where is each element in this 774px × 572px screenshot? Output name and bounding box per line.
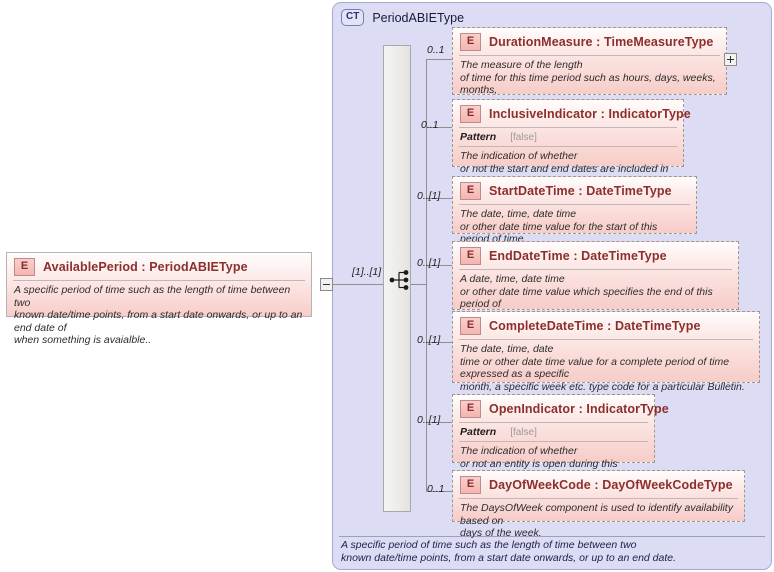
connector-line-child-5 [426,422,453,423]
facet-value: [false] [510,132,537,143]
element-divider [459,127,677,128]
facet-name: Pattern [460,131,497,143]
element-divider [459,269,732,270]
connector-line-compositor-out [411,284,427,285]
element-header: E InclusiveIndicator : IndicatorType [453,100,691,127]
element-box-inclusiveindicator[interactable]: E InclusiveIndicator : IndicatorType Pat… [452,99,691,187]
collapse-toggle-icon[interactable] [320,278,333,291]
cardinality-child-6: 0..1 [427,483,445,495]
element-badge-icon: E [460,476,481,494]
connector-line-root [333,284,383,285]
element-documentation: A date, time, date time or other date ti… [460,273,713,323]
element-badge-icon: E [460,317,481,335]
element-badge-icon: E [460,33,481,51]
cardinality-child-2: 0..[1] [417,190,441,202]
connector-line-child-0 [426,59,453,60]
element-title: DayOfWeekCode : DayOfWeekCodeType [489,478,733,492]
cardinality-child-3: 0..[1] [417,257,441,269]
element-divider [459,339,753,340]
complextype-footer-divider [339,536,765,537]
element-divider [459,422,648,423]
cardinality-child-1: 0..1 [421,119,439,131]
element-header: E DurationMeasure : TimeMeasureType [453,28,726,55]
expand-toggle-icon[interactable] [724,53,737,66]
element-box-enddatetime[interactable]: E EndDateTime : DateTimeType A date, tim… [452,241,739,323]
element-title: InclusiveIndicator : IndicatorType [489,107,691,121]
connector-line-child-4 [426,342,453,343]
element-documentation: The date, time, date time or other date … [460,343,745,393]
element-badge-icon: E [460,400,481,418]
element-badge-icon: E [14,258,35,276]
element-documentation: The DaysOfWeek component is used to iden… [460,502,733,540]
element-box-dayofweekcode[interactable]: E DayOfWeekCode : DayOfWeekCodeType The … [452,470,745,539]
element-header: E AvailablePeriod : PeriodABIEType [7,253,311,280]
element-title: CompleteDateTime : DateTimeType [489,319,701,333]
cardinality-child-5: 0..[1] [417,414,441,426]
element-documentation: A specific period of time such as the le… [14,284,303,347]
complextype-title: PeriodABIEType [372,10,465,25]
connector-line-child-1 [426,127,453,128]
connector-line-child-2 [426,198,453,199]
cardinality-child-0: 0..1 [427,44,445,56]
facet-value: [false] [510,427,537,438]
element-divider-2 [459,146,677,147]
complextype-header: CT PeriodABIEType [333,3,771,26]
element-badge-icon: E [460,182,481,200]
element-box-startdatetime[interactable]: E StartDateTime : DateTimeType The date,… [452,176,697,245]
element-badge-icon: E [460,105,481,123]
element-title: StartDateTime : DateTimeType [489,184,672,198]
element-divider [459,55,720,56]
element-header: E DayOfWeekCode : DayOfWeekCodeType [453,471,744,498]
element-divider-2 [459,441,648,442]
element-header: E CompleteDateTime : DateTimeType [453,312,759,339]
element-box-availableperiod[interactable]: E AvailablePeriod : PeriodABIEType A spe… [6,252,312,346]
connector-trunk [426,59,427,491]
sequence-compositor-icon[interactable] [389,269,413,291]
element-title: DurationMeasure : TimeMeasureType [489,35,714,49]
cardinality-compositor: [1]..[1] [352,266,382,278]
element-title: AvailablePeriod : PeriodABIEType [43,260,248,274]
element-documentation: The indication of whether or not the sta… [460,150,669,187]
element-divider [13,280,305,281]
element-badge-icon: E [460,247,481,265]
element-box-completedatetime[interactable]: E CompleteDateTime : DateTimeType The da… [452,311,760,393]
connector-line-child-6 [426,491,453,492]
complextype-documentation: A specific period of time such as the le… [341,539,677,564]
cardinality-child-4: 0..[1] [417,334,441,346]
element-title: OpenIndicator : IndicatorType [489,402,669,416]
element-box-durationmeasure[interactable]: E DurationMeasure : TimeMeasureType The … [452,27,727,109]
element-facet: Pattern [false] [453,423,654,441]
element-documentation: The measure of the length of time for th… [460,59,716,109]
element-divider [459,498,738,499]
element-divider [459,204,690,205]
facet-name: Pattern [460,426,497,438]
element-title: EndDateTime : DateTimeType [489,249,667,263]
complextype-badge-icon: CT [341,9,365,26]
element-header: E EndDateTime : DateTimeType [453,242,738,269]
element-header: E StartDateTime : DateTimeType [453,177,696,204]
element-facet: Pattern [false] [453,128,683,146]
connector-line-child-3 [426,265,453,266]
element-box-openindicator[interactable]: E OpenIndicator : IndicatorType Pattern … [452,394,669,482]
element-header: E OpenIndicator : IndicatorType [453,395,669,422]
